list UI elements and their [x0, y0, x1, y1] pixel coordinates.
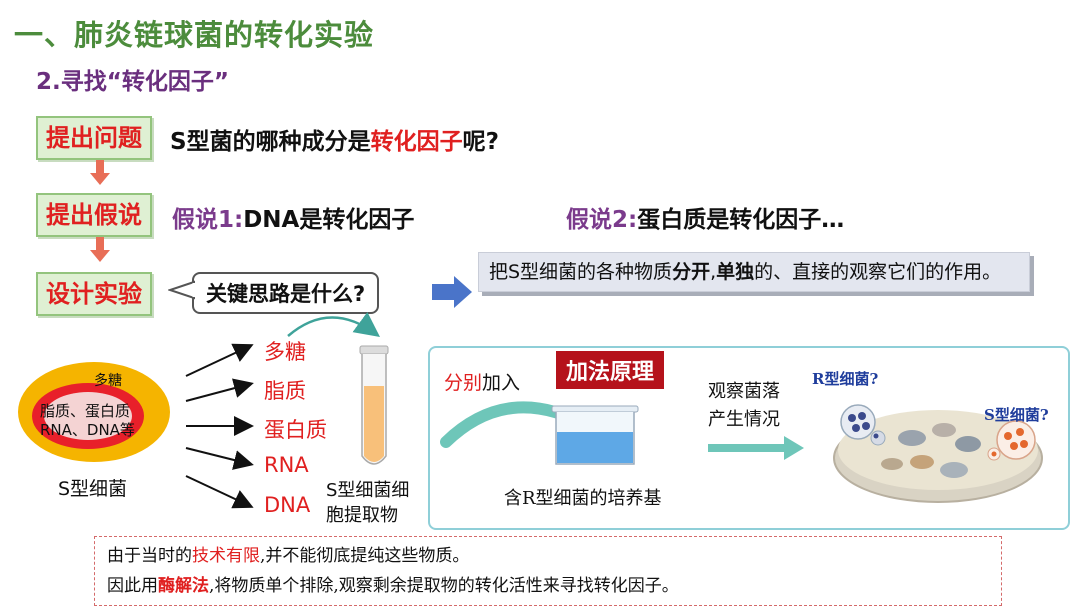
s-bacterium-label: S型细菌? [984, 404, 1049, 425]
note-text: 因此用 [107, 576, 158, 596]
note-text: ,将物质单个排除,观察剩余提取物的转化活性来寻找转化因子。 [209, 576, 679, 596]
tube-caption: S型细菌细胞提取物 [326, 478, 426, 528]
branch-arrows-icon [180, 336, 260, 526]
observe-line2: 产生情况 [708, 406, 780, 434]
idea-part: 把S型细菌的各种物质 [489, 261, 672, 283]
cell-sugar-label: 多糖 [94, 370, 122, 390]
add-separately: 分别 [444, 372, 482, 394]
beaker-icon [550, 404, 640, 468]
hypothesis-1-text: DNA是转化因子 [243, 207, 414, 233]
question-suffix: 呢? [463, 129, 499, 155]
note-box: 由于当时的技术有限,并不能彻底提纯这些物质。 因此用酶解法,将物质单个排除,观察… [94, 536, 1002, 606]
hypothesis-2-label: 假说2: [566, 207, 637, 233]
hypothesis-1: 假说1:DNA是转化因子 [172, 200, 414, 234]
bubble-tail-icon [168, 278, 198, 302]
idea-bold-separate: 分开 [672, 261, 710, 283]
add-instruction: 分别加入 [444, 368, 520, 395]
note-line-1: 由于当时的技术有限,并不能彻底提纯这些物质。 [107, 541, 989, 571]
petri-dish-icon [822, 378, 1054, 508]
step-hypothesis-box: 提出假说 [36, 193, 152, 237]
curved-arrow-icon [280, 306, 390, 344]
flow-arrow-shaft [96, 237, 104, 251]
hypothesis-1-label: 假说1: [172, 207, 243, 233]
page-title: 一、肺炎链球菌的转化实验 [14, 12, 374, 54]
step-ask-box: 提出问题 [36, 116, 152, 160]
test-tube-icon [356, 344, 392, 474]
component-lipid: 脂质 [264, 375, 306, 405]
observe-arrow-icon [708, 436, 806, 460]
flow-arrow-down-icon [90, 173, 110, 185]
section-subtitle: 2.寻找“转化因子” [36, 62, 229, 96]
step-design-box: 设计实验 [36, 272, 152, 316]
idea-box: 把S型细菌的各种物质分开,单独的、直接的观察它们的作用。 [478, 252, 1030, 292]
medium-caption: 含R型细菌的培养基 [504, 484, 662, 510]
question-text: S型菌的哪种成分是转化因子呢? [170, 122, 499, 156]
cell-content-line2: RNA、DNA等 [40, 419, 135, 440]
component-protein: 蛋白质 [264, 414, 327, 444]
cell-caption: S型细菌 [58, 474, 127, 501]
flow-arrow-down-icon [90, 250, 110, 262]
observe-line1: 观察菌落 [708, 378, 780, 406]
flow-arrow-shaft [96, 160, 104, 174]
cell-content-line1: 脂质、蛋白质 [40, 400, 130, 421]
right-arrow-icon [432, 276, 472, 308]
question-highlight: 转化因子 [371, 129, 463, 155]
note-text: ,并不能彻底提纯这些物质。 [260, 546, 469, 566]
note-line-2: 因此用酶解法,将物质单个排除,观察剩余提取物的转化活性来寻找转化因子。 [107, 571, 989, 601]
hypothesis-2-text: 蛋白质是转化因子… [637, 207, 844, 233]
idea-bold-single: 单独 [716, 261, 754, 283]
idea-part: 的、直接的观察它们的作用。 [754, 261, 1001, 283]
addition-principle-banner: 加法原理 [556, 351, 664, 389]
hypothesis-2: 假说2:蛋白质是转化因子… [566, 200, 844, 234]
component-rna: RNA [264, 453, 309, 477]
r-bacterium-label: R型细菌? [812, 368, 878, 389]
observe-text: 观察菌落 产生情况 [708, 378, 780, 434]
note-text: 由于当时的 [107, 546, 192, 566]
question-prefix: S型菌的哪种成分是 [170, 129, 371, 155]
note-highlight-enzyme: 酶解法 [158, 576, 209, 596]
add-verb: 加入 [482, 372, 520, 394]
note-highlight-tech: 技术有限 [192, 546, 260, 566]
component-dna: DNA [264, 493, 310, 517]
